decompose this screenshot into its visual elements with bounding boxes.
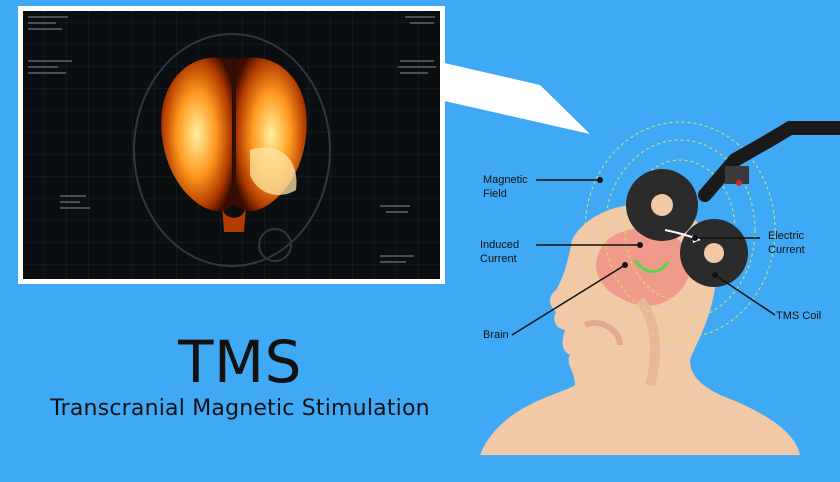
label-induced-current: Induced Current <box>480 238 519 266</box>
label-induced-current-line1: Induced <box>480 238 519 252</box>
label-induced-current-line2: Current <box>480 252 519 266</box>
heading: TMS Transcranial Magnetic Stimulation <box>30 332 450 422</box>
callout-tail <box>440 62 590 134</box>
page-subtitle: Transcranial Magnetic Stimulation <box>30 396 450 422</box>
label-magnetic-field: Magnetic Field <box>483 173 528 201</box>
label-magnetic-field-line1: Magnetic <box>483 173 528 187</box>
label-electric-current: Electric Current <box>768 229 805 257</box>
label-magnetic-field-line2: Field <box>483 187 528 201</box>
label-brain: Brain <box>483 328 509 342</box>
label-electric-current-line1: Electric <box>768 229 805 243</box>
label-electric-current-line2: Current <box>768 243 805 257</box>
head-illustration <box>480 204 800 455</box>
page-title: TMS <box>30 332 450 392</box>
label-tms-coil: TMS Coil <box>776 309 821 323</box>
